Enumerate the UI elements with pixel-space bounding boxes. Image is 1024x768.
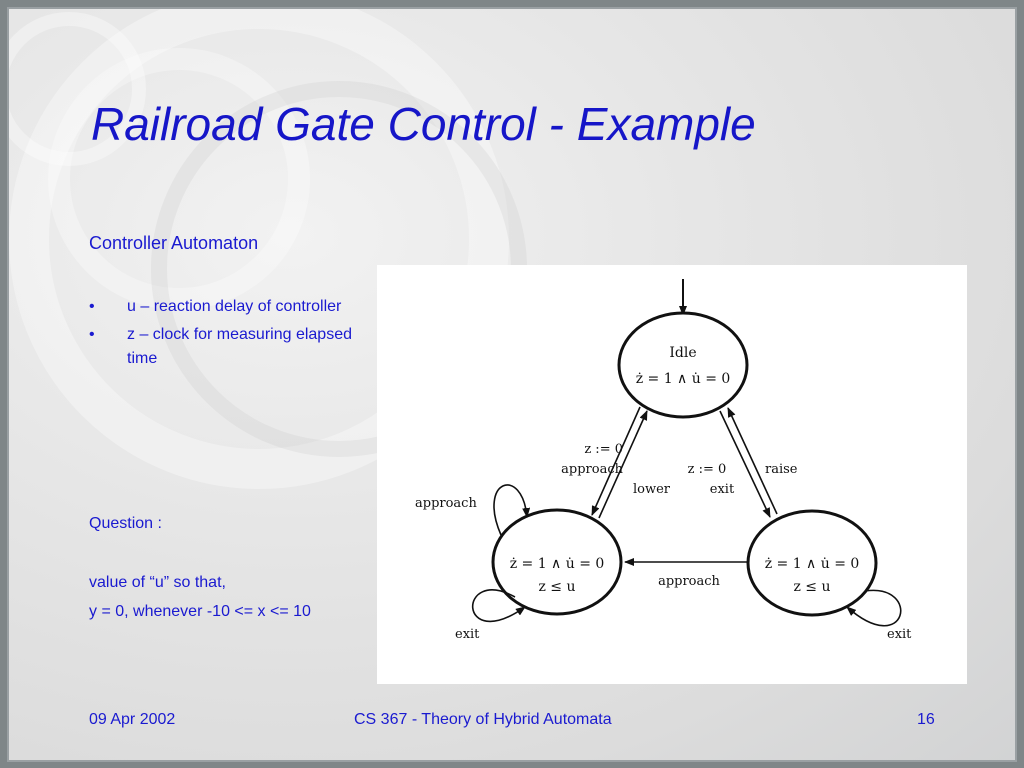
question-line-1: value of “u” so that, [89, 574, 226, 591]
edge-label-self-exit-right: exit [887, 627, 912, 642]
bullet-item: • z – clock for measuring elapsed time [89, 323, 379, 371]
bullet-text: u – reaction delay of controller [127, 298, 342, 315]
right-invariant: z ≤ u [793, 579, 830, 595]
state-right [746, 509, 878, 617]
automaton-svg: Idle ż = 1 ∧ u̇ = 0 ż = 1 ∧ u̇ = 0 z ≤ u… [415, 279, 912, 642]
bullet-list: • u – reaction delay of controller • z –… [89, 295, 379, 375]
self-loop-left-exit [471, 589, 526, 622]
self-loop-right-exit [846, 589, 902, 627]
idle-flow: ż = 1 ∧ u̇ = 0 [636, 371, 731, 387]
state-left [491, 508, 623, 616]
idle-name: Idle [669, 345, 696, 361]
bullet-marker: • [89, 326, 95, 343]
question-label: Question : [89, 515, 162, 532]
left-flow: ż = 1 ∧ u̇ = 0 [510, 556, 605, 572]
edge-label-raise: raise [765, 462, 798, 477]
edge-label-approach-bottom: approach [658, 574, 720, 589]
bullet-item: • u – reaction delay of controller [89, 295, 379, 319]
edge-label-exit-right: exit [710, 482, 735, 497]
slide: Railroad Gate Control - Example Controll… [7, 7, 1017, 762]
bullet-marker: • [89, 298, 95, 315]
footer-page-number: 16 [917, 711, 935, 728]
edge-label-self-approach: approach [415, 496, 477, 511]
footer-date: 09 Apr 2002 [89, 711, 176, 728]
question-line-2: y = 0, whenever -10 <= x <= 10 [89, 603, 311, 620]
right-flow: ż = 1 ∧ u̇ = 0 [765, 556, 860, 572]
section-heading: Controller Automaton [89, 233, 259, 253]
edge-label-self-exit-left: exit [455, 627, 480, 642]
footer-course: CS 367 - Theory of Hybrid Automata [354, 711, 612, 728]
edge-idle-to-left [591, 406, 641, 516]
edge-label-lower: lower [633, 482, 671, 497]
edge-idle-to-right [719, 410, 771, 518]
bullet-text: z – clock for measuring elapsed time [127, 326, 352, 367]
edge-label-approach-left: approach [561, 462, 623, 477]
edge-right-to-idle [727, 407, 778, 515]
edge-label-reset-left: z := 0 [584, 442, 623, 457]
controller-automaton-diagram: Idle ż = 1 ∧ u̇ = 0 ż = 1 ∧ u̇ = 0 z ≤ u… [377, 265, 967, 684]
state-idle [617, 311, 749, 419]
edge-left-to-idle [598, 410, 648, 519]
self-loop-left-approach [493, 484, 531, 536]
left-invariant: z ≤ u [538, 579, 575, 595]
edge-label-reset-right: z := 0 [688, 462, 727, 477]
slide-title: Railroad Gate Control - Example [91, 98, 756, 150]
